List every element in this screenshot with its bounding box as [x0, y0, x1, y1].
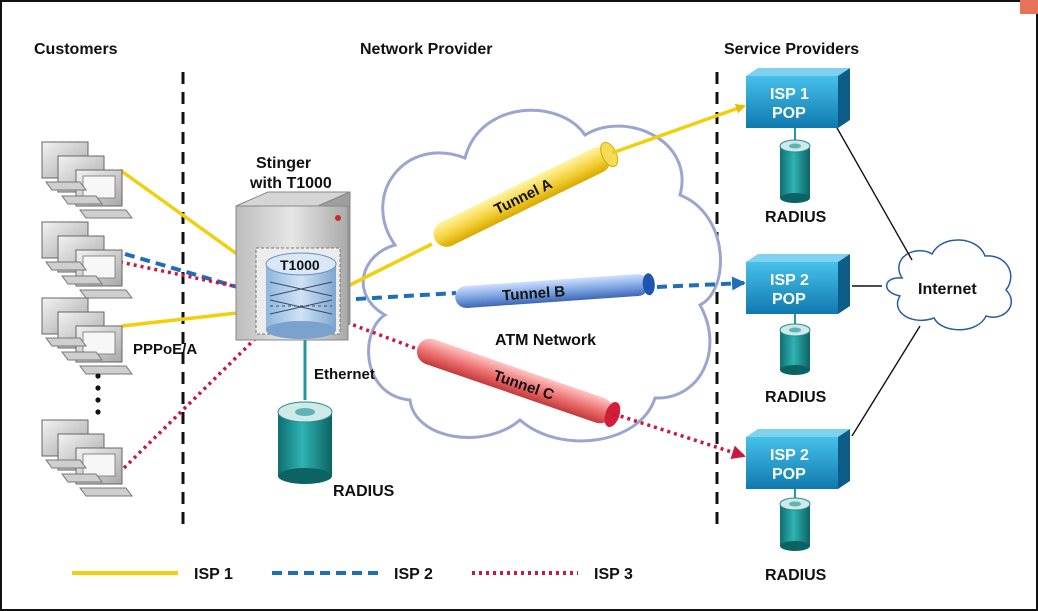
legend-isp2-label: ISP 2 — [394, 566, 433, 583]
isp-pop-3-line1: ISP 2 — [770, 447, 809, 464]
tunnel-b-link — [339, 291, 457, 302]
internet-label: Internet — [918, 281, 977, 298]
radius-label-pop2: RADIUS — [765, 389, 827, 406]
tunnel-b-link-out — [656, 276, 746, 291]
legend-isp1-label: ISP 1 — [194, 566, 233, 583]
tunnel-a-link — [339, 242, 433, 292]
heading-customers: Customers — [34, 41, 118, 58]
tunnel-c-link-out — [613, 412, 746, 459]
customer-computer-2 — [41, 221, 133, 299]
stinger-title-line2: with T1000 — [249, 175, 332, 192]
atm-network-label: ATM Network — [495, 332, 596, 349]
radius-server-central — [277, 401, 333, 484]
isp-pop-2-line1: ISP 2 — [770, 272, 809, 289]
heading-service-providers: Service Providers — [724, 41, 859, 58]
customer-computer-4 — [41, 419, 133, 497]
radius-label-pop3: RADIUS — [765, 567, 827, 584]
ethernet-label: Ethernet — [314, 366, 375, 383]
corner-accent — [1020, 0, 1038, 14]
radius-label-pop1: RADIUS — [765, 209, 827, 226]
isp-pop-3-line2: POP — [772, 466, 806, 483]
isp-pop-1-line2: POP — [772, 105, 806, 122]
tunnel-a-link-out — [611, 103, 746, 155]
customers-ellipsis — [95, 373, 101, 415]
legend-isp3-label: ISP 3 — [594, 566, 633, 583]
pppoe-label: PPPoE/A — [133, 341, 197, 358]
internet-cloud — [886, 239, 1013, 331]
t1000-card: T1000 — [255, 247, 341, 339]
customer-computer-3 — [41, 297, 133, 375]
heading-network-provider: Network Provider — [360, 41, 492, 58]
isp-pop-2: ISP 2 POP — [746, 254, 850, 314]
isp-pop-1: ISP 1 POP — [746, 68, 850, 128]
isp-pop-1-line1: ISP 1 — [770, 86, 809, 103]
isp-pop-2-line2: POP — [772, 291, 806, 308]
customer-computer-1 — [41, 141, 133, 219]
radius-server-pop3 — [779, 489, 811, 551]
legend: ISP 1 ISP 2 ISP 3 — [72, 566, 633, 583]
isp-pop-3: ISP 2 POP — [746, 429, 850, 489]
tunnel-b-label: Tunnel B — [502, 283, 566, 304]
t1000-label: T1000 — [280, 257, 320, 273]
stinger-switch: T1000 — [235, 191, 351, 341]
stinger-title-line1: Stinger — [256, 155, 311, 172]
radius-server-pop1 — [779, 128, 811, 203]
tunnel-b: Tunnel B — [455, 273, 655, 308]
tunnel-c-link — [339, 318, 421, 352]
radius-label-central: RADIUS — [333, 483, 395, 500]
radius-server-pop2 — [779, 314, 811, 375]
